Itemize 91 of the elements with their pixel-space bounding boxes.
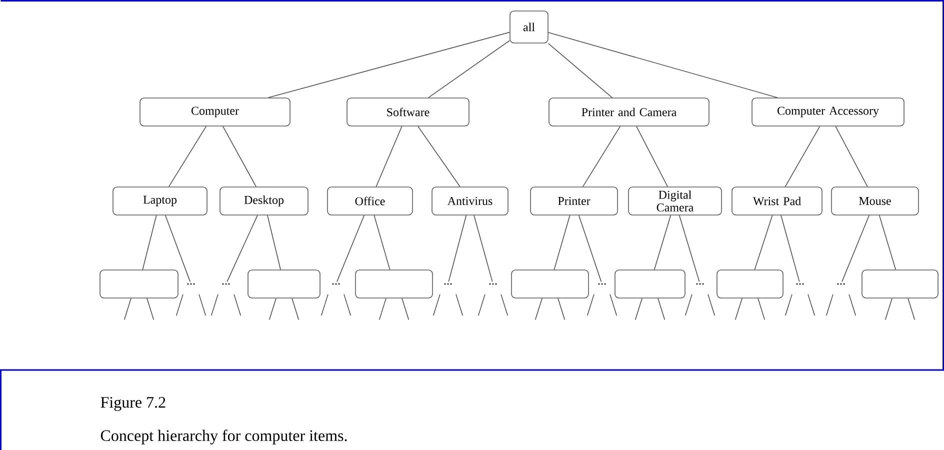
tree-line	[884, 298, 892, 320]
ellipsis-text: ...	[187, 283, 195, 285]
category-box: Mouse	[831, 186, 919, 216]
tree-line	[780, 215, 800, 282]
tree-line	[376, 126, 402, 187]
tree-line	[654, 215, 672, 270]
tree-line	[658, 298, 666, 320]
empty-box	[100, 270, 178, 298]
tree-line	[222, 126, 256, 187]
tree-line	[226, 215, 258, 282]
tree-line	[500, 294, 508, 316]
category-box: Office	[327, 186, 413, 216]
ellipsis-text: ...	[489, 283, 497, 285]
tree-line	[826, 294, 834, 316]
tree-line	[428, 40, 510, 98]
category-box: Wrist Pad	[732, 186, 822, 216]
tree-line	[164, 215, 191, 282]
empty-box	[355, 270, 433, 298]
category-box: Computer Accessory	[752, 98, 904, 126]
tree-line	[835, 126, 868, 187]
tree-line	[784, 126, 820, 187]
tree-line	[234, 294, 242, 316]
tree-line	[478, 294, 486, 316]
ellipsis-text: ...	[332, 283, 340, 285]
tree-line	[146, 298, 154, 320]
tree-line	[168, 126, 206, 187]
category-box: Software	[346, 98, 470, 126]
tree-line	[708, 294, 716, 316]
caption: Concept hierarchy for computer items.	[100, 430, 347, 444]
ellipsis-text: ...	[598, 283, 606, 285]
category-box: Computer	[140, 98, 290, 126]
empty-box	[248, 270, 320, 298]
tree-line	[456, 294, 464, 316]
tree-line	[578, 215, 602, 282]
tree-line	[344, 294, 352, 316]
ellipsis-text: ...	[696, 283, 704, 285]
tree-line	[554, 215, 570, 270]
category-box: Printer and Camera	[548, 98, 710, 126]
tree-line	[198, 294, 206, 316]
empty-box	[614, 270, 686, 298]
category-box: all	[510, 10, 548, 44]
tree-line	[432, 294, 440, 316]
tree-line	[142, 215, 157, 270]
tree-line	[292, 298, 300, 320]
category-box: Antivirus	[432, 186, 508, 216]
tree-line	[474, 215, 493, 282]
tree-line	[636, 126, 668, 187]
tree-line	[754, 215, 773, 270]
tree-line	[402, 298, 410, 320]
tree-line	[378, 298, 386, 320]
tree-line	[582, 126, 620, 187]
tree-line	[448, 215, 467, 282]
tree-line	[758, 298, 766, 320]
tree-line	[678, 215, 700, 282]
tree-line	[534, 298, 542, 320]
tree-line	[908, 298, 916, 320]
category-box: Desktop	[220, 186, 308, 216]
tree-line	[548, 43, 612, 98]
tree-line	[842, 215, 870, 282]
category-box: Printer	[530, 186, 618, 216]
empty-box	[716, 270, 784, 298]
tree-line	[634, 298, 642, 320]
ellipsis-text: ...	[444, 283, 452, 285]
tree-line	[878, 215, 896, 270]
ellipsis-text: ...	[796, 283, 804, 285]
tree-line	[808, 294, 816, 316]
category-box: Laptop	[112, 186, 208, 216]
tree-line	[176, 294, 184, 316]
empty-box	[511, 270, 589, 298]
tree-line	[586, 294, 594, 316]
figure-number: Figure 7.2	[100, 396, 166, 412]
tree-line	[320, 294, 328, 316]
tree-line	[784, 294, 792, 316]
tree-line	[418, 126, 460, 187]
tree-line	[124, 298, 132, 320]
tree-line	[848, 294, 856, 316]
tree-line	[268, 298, 276, 320]
tree-line	[558, 298, 566, 320]
empty-box	[862, 270, 938, 298]
tree-line	[210, 294, 218, 316]
tree-line	[336, 215, 365, 282]
ellipsis-text: ...	[837, 283, 845, 285]
tree-line	[268, 32, 510, 98]
category-box: Digital Camera	[628, 186, 722, 216]
tree-line	[374, 215, 390, 270]
tree-line	[610, 294, 618, 316]
tree-line	[734, 298, 742, 320]
ellipsis-text: ...	[222, 283, 230, 285]
tree-line	[267, 215, 281, 270]
tree-line	[548, 32, 778, 98]
tree-line	[684, 294, 692, 316]
